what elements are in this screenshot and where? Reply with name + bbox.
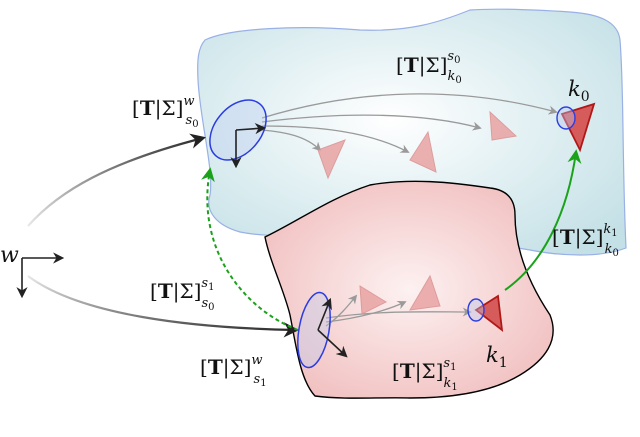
arc-k1-to-k0 [504, 149, 582, 291]
camera-frame-icon [230, 123, 267, 169]
region-session-1 [264, 180, 554, 399]
keyframe-triangle-icon [359, 285, 388, 315]
keyframe-triangle-icon [317, 139, 346, 180]
keyframe-triangle-icon [409, 130, 437, 173]
arc-s1-to-s0-dashed [201, 167, 299, 331]
s1-observation-arrows [325, 294, 472, 327]
arc-world-to-s0 [27, 133, 206, 227]
arc-world-to-s1 [27, 275, 300, 338]
label-k1: k1 [486, 343, 508, 371]
camera-s0 [209, 99, 267, 169]
keyframe-triangle-icon [409, 274, 441, 311]
keyframe-triangle-icon [489, 110, 518, 141]
label-k0: k0 [568, 77, 590, 105]
camera-s1 [297, 291, 348, 369]
world-frame-icon [16, 252, 65, 299]
label-world: w [0, 243, 19, 268]
region-session-0 [197, 8, 627, 256]
keyframe-k0 [556, 102, 596, 153]
camera-frame-icon [317, 297, 348, 358]
s0-observation-arrows [261, 93, 558, 153]
keyframe-k1 [467, 294, 504, 333]
